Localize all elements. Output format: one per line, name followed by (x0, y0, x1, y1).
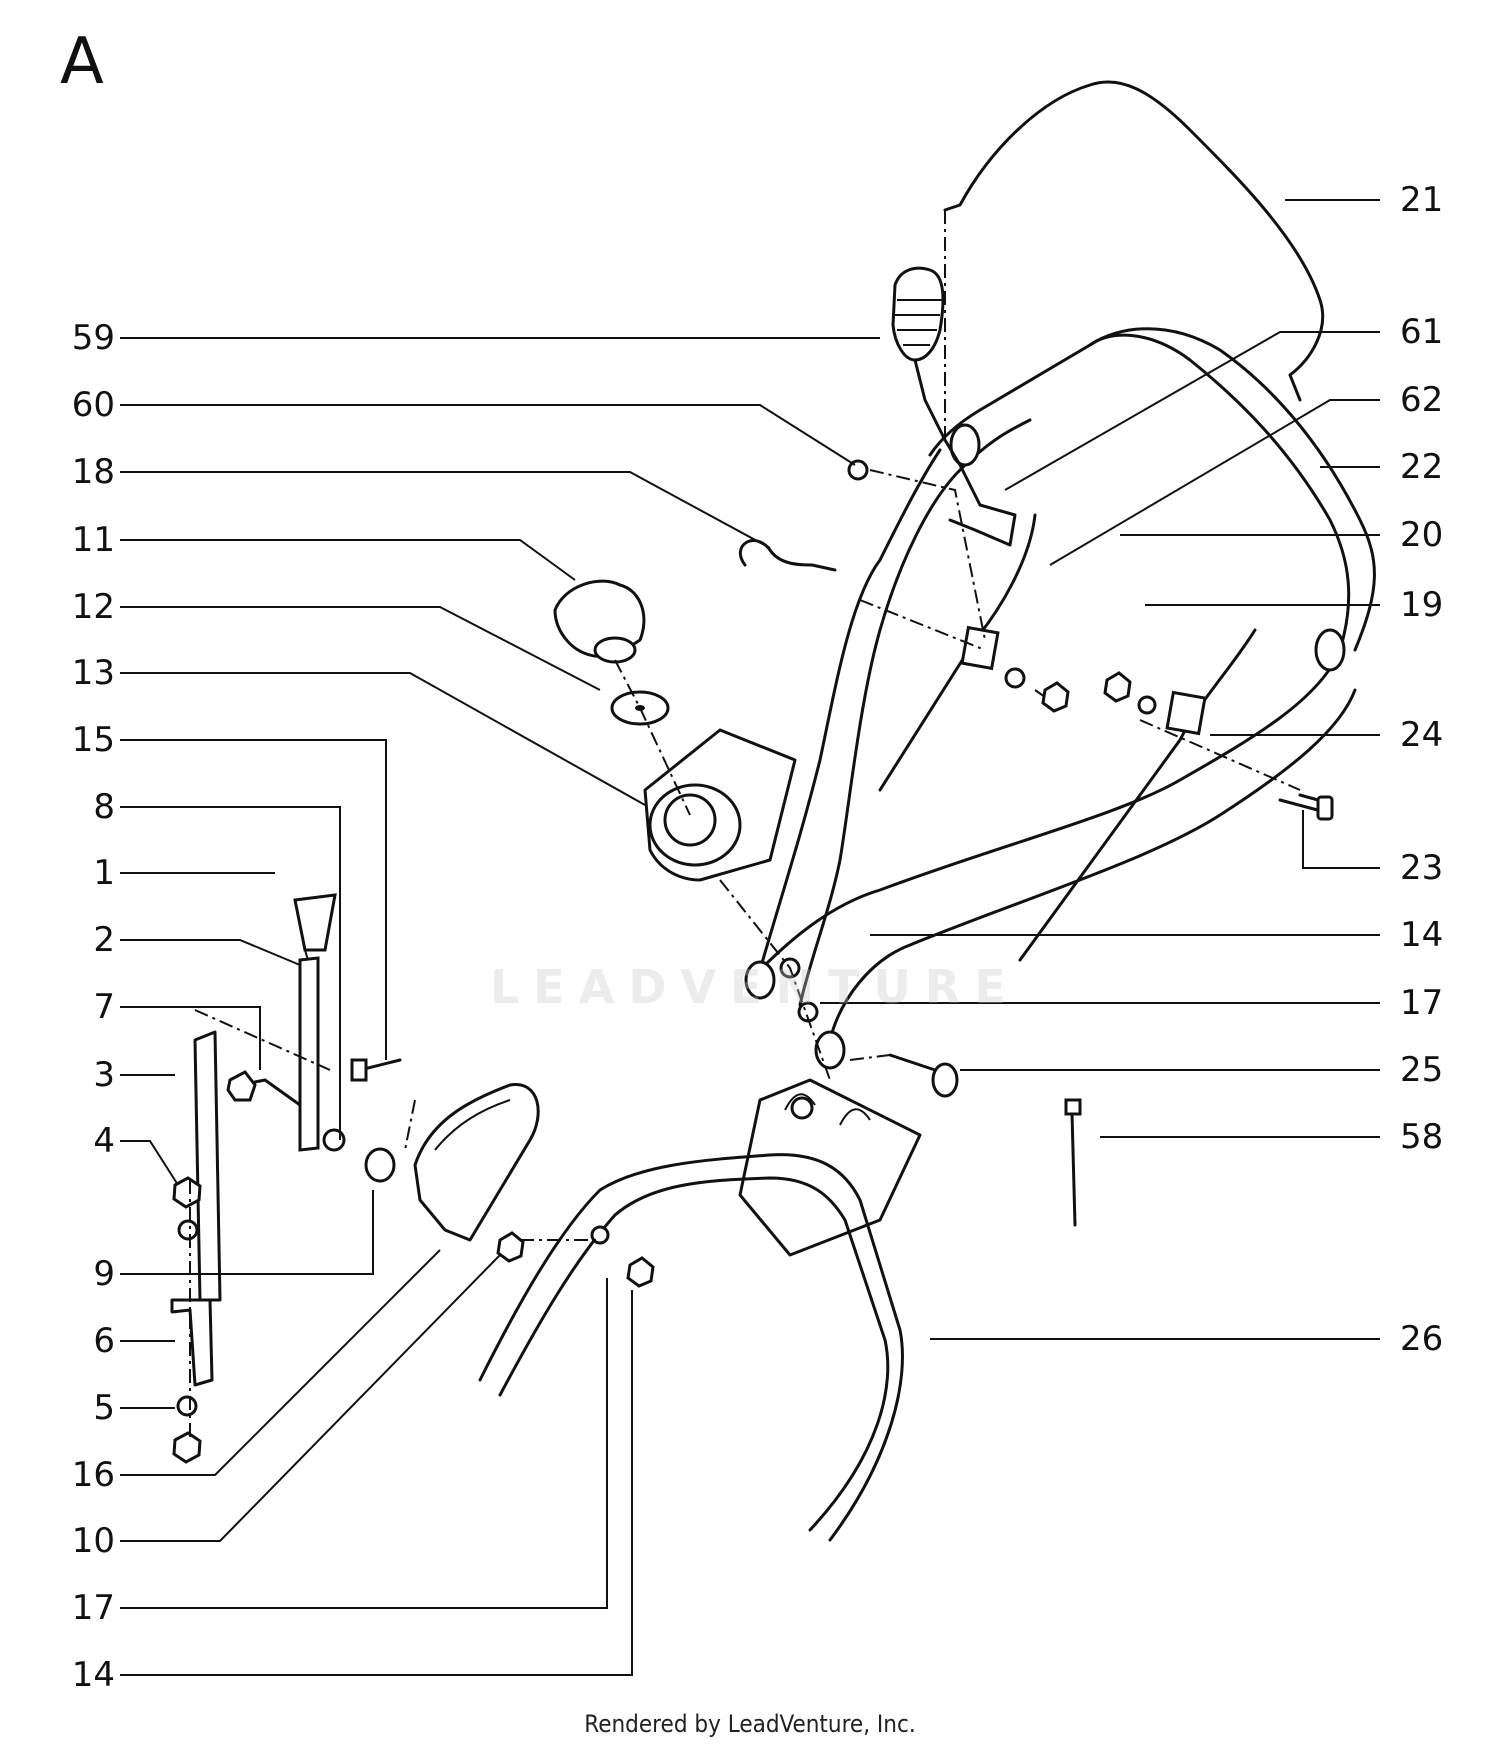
callout-11: 11 (71, 520, 115, 560)
callout-58: 58 (1400, 1117, 1444, 1157)
callout-10: 10 (71, 1521, 115, 1561)
lower-handle (478, 1078, 922, 1542)
callout-8: 8 (93, 787, 115, 827)
callout-26: 26 (1400, 1319, 1444, 1359)
callout-5: 5 (93, 1388, 115, 1428)
callout-15: 15 (71, 720, 115, 760)
upper-handle (744, 327, 1376, 1070)
callout-17-right: 17 (1400, 983, 1444, 1023)
footer-credit: Rendered by LeadVenture, Inc. (584, 1710, 916, 1738)
callout-18: 18 (71, 452, 115, 492)
callout-13: 13 (71, 653, 115, 693)
callout-14-left: 14 (71, 1655, 115, 1695)
callout-3: 3 (93, 1055, 115, 1095)
leader-lines-right (820, 199, 1380, 1340)
knob-assembly (553, 579, 797, 882)
callout-7: 7 (93, 987, 115, 1027)
leader-lines-left (120, 337, 880, 1676)
watermark: LEADVENTURE (490, 960, 1020, 1014)
callout-21: 21 (1400, 180, 1444, 220)
control-cables (878, 513, 1257, 962)
callout-17-left: 17 (71, 1588, 115, 1628)
height-adjust-assembly (170, 893, 540, 1464)
callout-2: 2 (93, 920, 115, 960)
hardware (738, 459, 1334, 1227)
callout-16: 16 (71, 1455, 115, 1495)
section-letter: A (60, 25, 104, 99)
callout-62: 62 (1400, 380, 1444, 420)
callout-4: 4 (93, 1121, 115, 1161)
callout-9: 9 (93, 1254, 115, 1294)
callout-20: 20 (1400, 515, 1444, 555)
callout-6: 6 (93, 1321, 115, 1361)
callout-14-right: 14 (1400, 915, 1444, 955)
callout-22: 22 (1400, 447, 1444, 487)
control-lever (891, 266, 1017, 547)
callout-25: 25 (1400, 1050, 1444, 1090)
callout-60: 60 (71, 385, 115, 425)
callout-59: 59 (71, 318, 115, 358)
assembly-lines (189, 210, 1301, 1440)
callout-19: 19 (1400, 585, 1444, 625)
callout-24: 24 (1400, 715, 1444, 755)
callout-1: 1 (93, 853, 115, 893)
callout-23: 23 (1400, 848, 1444, 888)
callout-61: 61 (1400, 312, 1444, 352)
callout-12: 12 (71, 587, 115, 627)
bail-wire (943, 80, 1325, 402)
